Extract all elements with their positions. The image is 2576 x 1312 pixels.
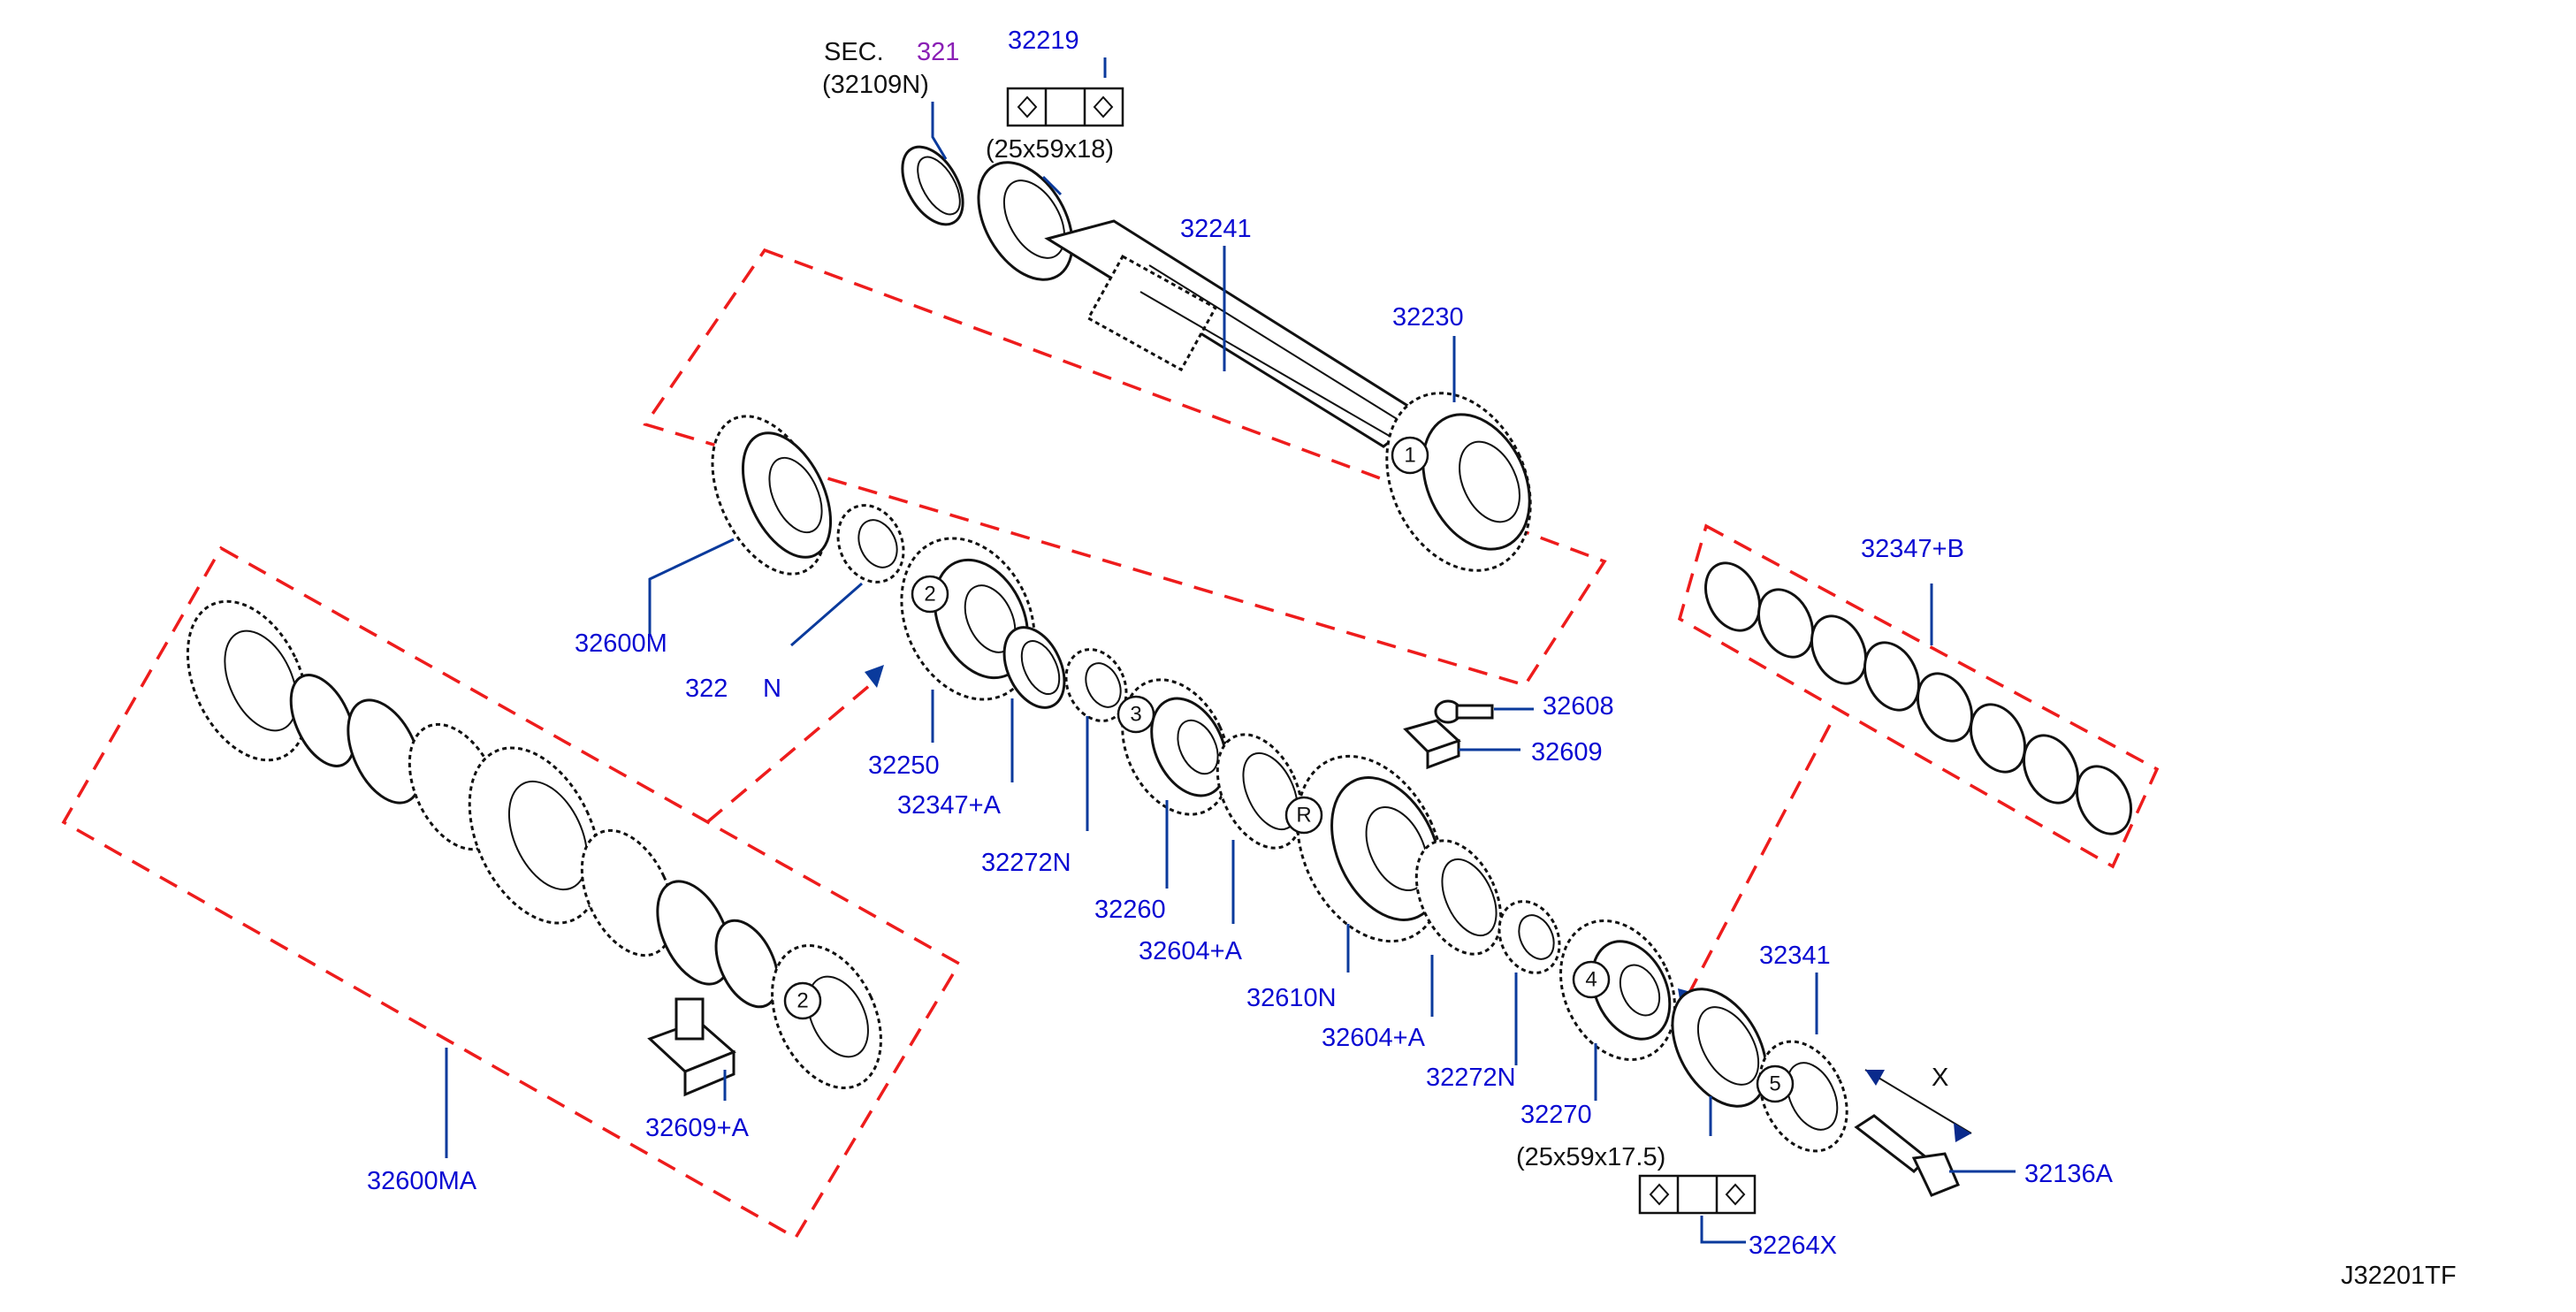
leader-32264X-bottom: [1700, 1216, 1746, 1244]
part-label-32270: 32270: [1520, 1101, 1592, 1129]
shift-block-32609A: [647, 997, 736, 1097]
dimension-x-label: X: [1932, 1064, 1948, 1092]
leader-32600M: [648, 538, 735, 637]
section-number: 321: [917, 38, 959, 66]
baulk-ring-32604A-a: [1216, 733, 1304, 850]
part-label-32604A-a: 32604+A: [1139, 937, 1243, 965]
leader-32109N: [931, 102, 948, 160]
part-label-32604A-b: 32604+A: [1322, 1024, 1426, 1052]
gear-marker-5: 5: [1756, 1064, 1795, 1103]
baulk-ring-32604A-b: [1414, 839, 1503, 956]
bearing-32219: [977, 161, 1074, 281]
part-label-32272N-b: 32272N: [981, 849, 1071, 877]
svg-text:1: 1: [1404, 444, 1415, 468]
part-label-32600M: 32600M: [575, 629, 667, 658]
part-label-32272N-a-tail: N: [763, 675, 781, 703]
gear-marker-4: 4: [1572, 960, 1611, 999]
synchronizer-32610N: [1296, 754, 1444, 943]
synchronizer-assembly-32600M: [711, 415, 833, 576]
section-sub-part: (32109N): [822, 71, 929, 99]
part-label-32272N-a: 322: [685, 675, 728, 703]
shim-32347A: [1002, 626, 1066, 709]
shift-block-32609: [1403, 719, 1461, 770]
svg-text:3: 3: [1130, 703, 1141, 727]
part-label-32241: 32241: [1180, 215, 1252, 243]
part-label-32347B: 32347+B: [1861, 535, 1964, 563]
bearing-icon-box-front: [1006, 87, 1124, 127]
svg-text:5: 5: [1769, 1072, 1780, 1096]
group-link-line-32347B: [1687, 724, 1832, 995]
synchronizer-assembly-32600MA: [186, 599, 882, 1089]
part-label-32250: 32250: [868, 751, 940, 780]
part-label-32264X: 32264X: [1749, 1232, 1837, 1260]
part-label-32341: 32341: [1759, 942, 1831, 970]
svg-text:2: 2: [924, 583, 935, 606]
part-label-32219: 32219: [1008, 27, 1079, 55]
part-label-32608: 32608: [1543, 692, 1614, 721]
shim-set-32347B: [1704, 561, 2132, 835]
group-link-line-32600M: [705, 679, 877, 824]
gear-32230: [1385, 392, 1532, 572]
needle-bearing-32272N-c: [1498, 900, 1561, 974]
gear-32270: [1559, 919, 1676, 1062]
dimension-x-marker: X: [1864, 1064, 1972, 1142]
needle-bearing-32272N-b: [1064, 648, 1128, 722]
part-label-32136A: 32136A: [2024, 1160, 2114, 1188]
part-label-32609: 32609: [1531, 738, 1603, 767]
gear-marker-2-lower: 2: [783, 981, 822, 1020]
section-prefix: SEC.: [824, 38, 884, 66]
main-shaft-32241: [1044, 219, 1426, 448]
svg-text:2: 2: [796, 989, 808, 1013]
diagram-id: J32201TF: [2341, 1262, 2457, 1290]
bearing-icon-box-rear: [1638, 1174, 1757, 1215]
part-label-32230: 32230: [1392, 303, 1464, 332]
part-label-32600MA: 32600MA: [367, 1167, 477, 1195]
bearing-front-size: (25x59x18): [986, 135, 1114, 164]
group-outline-32600MA: [61, 545, 962, 1240]
gear-marker-3: 3: [1117, 695, 1155, 734]
part-label-32347A: 32347+A: [897, 791, 1002, 820]
part-label-32272N-c: 32272N: [1426, 1064, 1516, 1092]
bolt-32136A: [1854, 1114, 1960, 1197]
svg-text:R: R: [1296, 804, 1311, 828]
part-label-32609A: 32609+A: [645, 1114, 750, 1142]
bearing-32264X: [1671, 988, 1768, 1108]
needle-bearing-32272N-a: [836, 504, 905, 584]
leader-32219-bottom: [1041, 175, 1063, 196]
part-label-32610N: 32610N: [1246, 984, 1337, 1012]
svg-text:4: 4: [1585, 968, 1597, 992]
leader-32272N-a: [790, 582, 863, 647]
gear-marker-1: 1: [1391, 436, 1429, 475]
group-link-arrow-32600M: [865, 665, 884, 688]
group-outline-32347B: [1677, 523, 2160, 869]
bearing-rear-size: (25x59x17.5): [1516, 1143, 1665, 1171]
gear-marker-R: R: [1284, 796, 1323, 835]
snap-ring-32109N: [901, 145, 964, 226]
part-label-32260: 32260: [1094, 896, 1166, 924]
detent-pin-32608: [1434, 699, 1494, 724]
gear-marker-2-upper: 2: [911, 575, 949, 614]
